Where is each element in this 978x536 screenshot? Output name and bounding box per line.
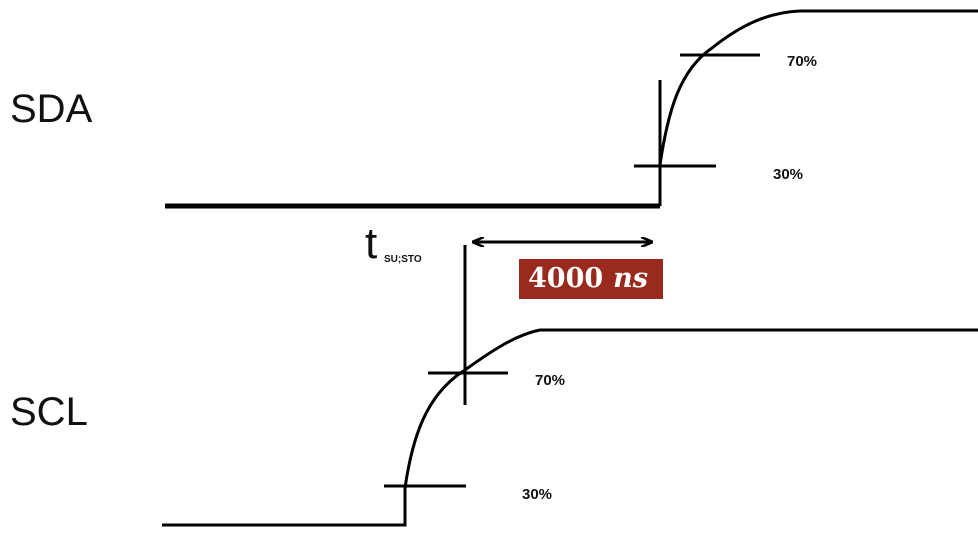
scl-signal-label: SCL (10, 390, 88, 434)
sda-30-percent-label: 30% (773, 166, 803, 183)
scl-70-percent-label: 70% (535, 372, 565, 389)
timing-value-badge: 4000 ns (519, 259, 663, 299)
timing-parameter-symbol: t (365, 219, 377, 268)
timing-parameter-subscript: SU;STO (384, 254, 422, 265)
sda-rising-edge (658, 9, 978, 206)
scl-waveform (162, 245, 978, 527)
sda-signal-label: SDA (10, 87, 93, 131)
sda-70-percent-label: 70% (787, 53, 817, 70)
sda-waveform (165, 9, 978, 209)
timing-value-unit: ns (613, 263, 648, 294)
scl-30-percent-label: 30% (522, 486, 552, 503)
timing-value-text: 4000 ns (528, 263, 648, 294)
scl-rising-edge (162, 328, 978, 527)
timing-value-badge-bg (519, 259, 663, 299)
timing-value-number: 4000 (528, 263, 603, 294)
